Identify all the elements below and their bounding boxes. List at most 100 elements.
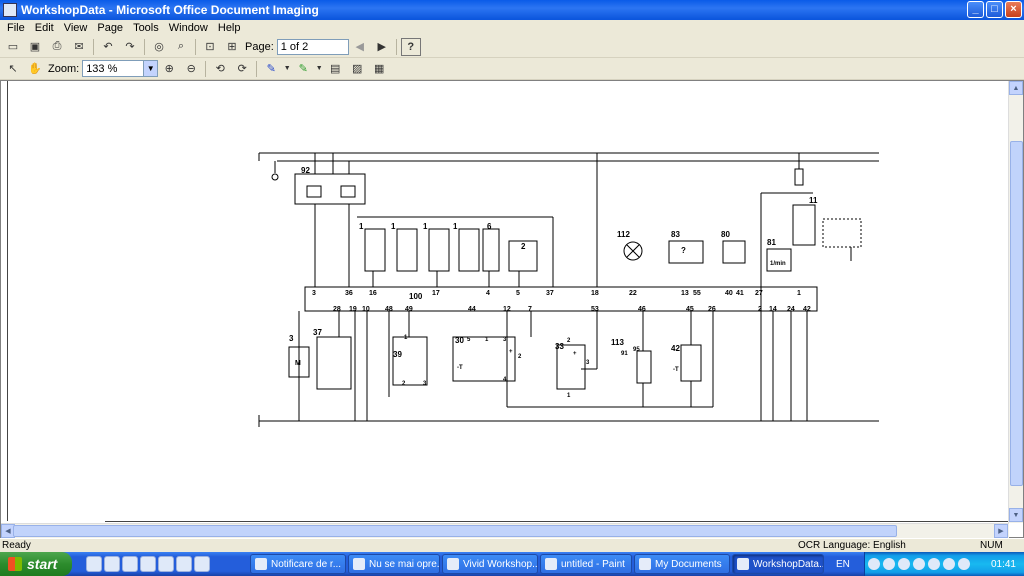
menu-edit[interactable]: Edit bbox=[34, 22, 54, 34]
tray-icon[interactable] bbox=[958, 558, 970, 570]
menu-file[interactable]: File bbox=[7, 22, 25, 34]
windows-logo-icon bbox=[8, 557, 22, 571]
pin-label: 1 bbox=[567, 393, 571, 399]
tray-icon[interactable] bbox=[943, 558, 955, 570]
menu-page[interactable]: Page bbox=[97, 22, 124, 34]
next-page-button[interactable]: ▶ bbox=[377, 41, 386, 53]
ocr-icon[interactable]: ⊞ bbox=[227, 41, 237, 53]
label-3: 3 bbox=[289, 334, 294, 343]
start-button[interactable]: start bbox=[0, 552, 72, 576]
annotation-icon[interactable]: ▦ bbox=[373, 63, 385, 75]
horizontal-scrollbar[interactable]: ◀ ▶ bbox=[1, 523, 1009, 538]
toolbar-separator bbox=[195, 38, 196, 55]
menu-window[interactable]: Window bbox=[168, 22, 208, 34]
chevron-down-icon[interactable]: ▼ bbox=[143, 61, 158, 76]
document-icon[interactable] bbox=[194, 556, 210, 572]
label-2: 2 bbox=[521, 242, 526, 251]
picture-icon[interactable]: ▨ bbox=[351, 63, 363, 75]
taskbar-item[interactable]: Nu se mai opre... bbox=[348, 554, 440, 574]
highlighter-icon[interactable]: ✎ bbox=[298, 63, 308, 75]
pen-dropdown-icon[interactable]: ▼ bbox=[283, 65, 291, 72]
pin-17: 17 bbox=[432, 290, 440, 297]
pin-18: 18 bbox=[591, 290, 599, 297]
save-icon[interactable]: ▣ bbox=[29, 41, 41, 53]
pin-45: 45 bbox=[686, 306, 694, 313]
vertical-scrollbar[interactable]: ▲ ▼ bbox=[1008, 81, 1023, 523]
menu-view[interactable]: View bbox=[63, 22, 88, 34]
highlighter-dropdown-icon[interactable]: ▼ bbox=[315, 65, 323, 72]
standard-toolbar: ▭ ▣ ⎙ ✉ ↶ ↷ ◎ ⌕ ⊡ ⊞ Page: ◀ ▶ ? bbox=[0, 36, 1024, 58]
pan-icon[interactable]: ✋ bbox=[28, 63, 42, 75]
tray-icon[interactable] bbox=[928, 558, 940, 570]
status-bar: Ready OCR Language: English NUM bbox=[0, 538, 1024, 552]
tray-icon[interactable] bbox=[898, 558, 910, 570]
zoom-in-icon[interactable]: ⊕ bbox=[164, 63, 174, 75]
pin-16: 16 bbox=[369, 290, 377, 297]
pin-4: 4 bbox=[486, 290, 490, 297]
temp-label: -T bbox=[457, 365, 463, 371]
pin-55: 55 bbox=[693, 290, 701, 297]
app-icon[interactable] bbox=[158, 556, 174, 572]
messenger-icon[interactable] bbox=[140, 556, 156, 572]
select-icon[interactable]: ↖ bbox=[8, 63, 18, 75]
read-icon[interactable]: ◎ bbox=[154, 41, 164, 53]
document-view[interactable]: 92 1 1 1 1 6 2 112 83 ? 80 81 1/min 11 1… bbox=[0, 80, 1024, 538]
text-box-icon[interactable]: ▤ bbox=[329, 63, 341, 75]
redo-icon[interactable]: ↷ bbox=[125, 41, 135, 53]
scroll-down-icon[interactable]: ▼ bbox=[1009, 508, 1023, 522]
pen-icon[interactable]: ✎ bbox=[266, 63, 276, 75]
scroll-right-icon[interactable]: ▶ bbox=[994, 524, 1008, 538]
fuse bbox=[794, 168, 804, 186]
pin-label: + bbox=[573, 351, 577, 357]
window-icon bbox=[353, 558, 365, 570]
send-icon[interactable]: ✉ bbox=[74, 41, 84, 53]
toolbar-separator bbox=[93, 38, 94, 55]
ocr-language: OCR Language: English bbox=[798, 540, 906, 551]
sensor-42 bbox=[680, 344, 702, 382]
firefox-icon[interactable] bbox=[176, 556, 192, 572]
minimize-button[interactable]: _ bbox=[967, 1, 984, 18]
scroll-up-icon[interactable]: ▲ bbox=[1009, 81, 1023, 95]
taskbar-item[interactable]: Vivid Workshop... bbox=[442, 554, 538, 574]
browser-icon[interactable] bbox=[104, 556, 120, 572]
menu-tools[interactable]: Tools bbox=[133, 22, 159, 34]
page-edge bbox=[105, 521, 1009, 522]
print-icon[interactable]: ⎙ bbox=[52, 40, 62, 52]
pin-3: 3 bbox=[312, 290, 316, 297]
pin-label: 1 bbox=[485, 337, 489, 343]
taskbar-item[interactable]: untitled - Paint bbox=[540, 554, 632, 574]
taskbar-item-label: My Documents bbox=[655, 558, 722, 570]
taskbar-item[interactable]: Notificare de r... bbox=[250, 554, 346, 574]
open-icon[interactable]: ▭ bbox=[7, 41, 19, 53]
zoom-select[interactable]: 133 % ▼ bbox=[82, 60, 159, 77]
media-icon[interactable] bbox=[122, 556, 138, 572]
scroll-thumb[interactable] bbox=[13, 525, 897, 537]
scan-icon[interactable]: ⊡ bbox=[205, 41, 215, 53]
clock[interactable]: 01:41 bbox=[990, 558, 1016, 570]
connector-100 bbox=[304, 286, 818, 312]
rotate-left-icon[interactable]: ⟲ bbox=[215, 63, 225, 75]
tray-icon[interactable] bbox=[883, 558, 895, 570]
label-113: 113 bbox=[611, 338, 624, 347]
help-button[interactable]: ? bbox=[400, 37, 421, 56]
maximize-button[interactable]: □ bbox=[986, 1, 1003, 18]
find-icon[interactable]: ⌕ bbox=[177, 40, 185, 52]
throttle-30 bbox=[452, 336, 516, 382]
taskbar-item-active[interactable]: WorkshopData... bbox=[732, 554, 824, 574]
scroll-thumb[interactable] bbox=[1010, 141, 1023, 486]
rotate-right-icon[interactable]: ⟳ bbox=[237, 63, 247, 75]
menu-help[interactable]: Help bbox=[217, 22, 241, 34]
page-input[interactable] bbox=[276, 38, 349, 55]
close-button[interactable]: × bbox=[1005, 1, 1022, 18]
zoom-out-icon[interactable]: ⊖ bbox=[186, 63, 196, 75]
language-indicator[interactable]: EN bbox=[836, 558, 850, 570]
pin-37: 37 bbox=[546, 290, 554, 297]
tray-icon[interactable] bbox=[913, 558, 925, 570]
undo-icon[interactable]: ↶ bbox=[103, 41, 113, 53]
previous-page-button[interactable]: ◀ bbox=[355, 41, 364, 53]
tray-icon[interactable] bbox=[868, 558, 880, 570]
desktop-icon[interactable] bbox=[86, 556, 102, 572]
sensor-113 bbox=[636, 350, 652, 384]
taskbar-item[interactable]: My Documents bbox=[634, 554, 730, 574]
lamp-112 bbox=[623, 241, 643, 261]
